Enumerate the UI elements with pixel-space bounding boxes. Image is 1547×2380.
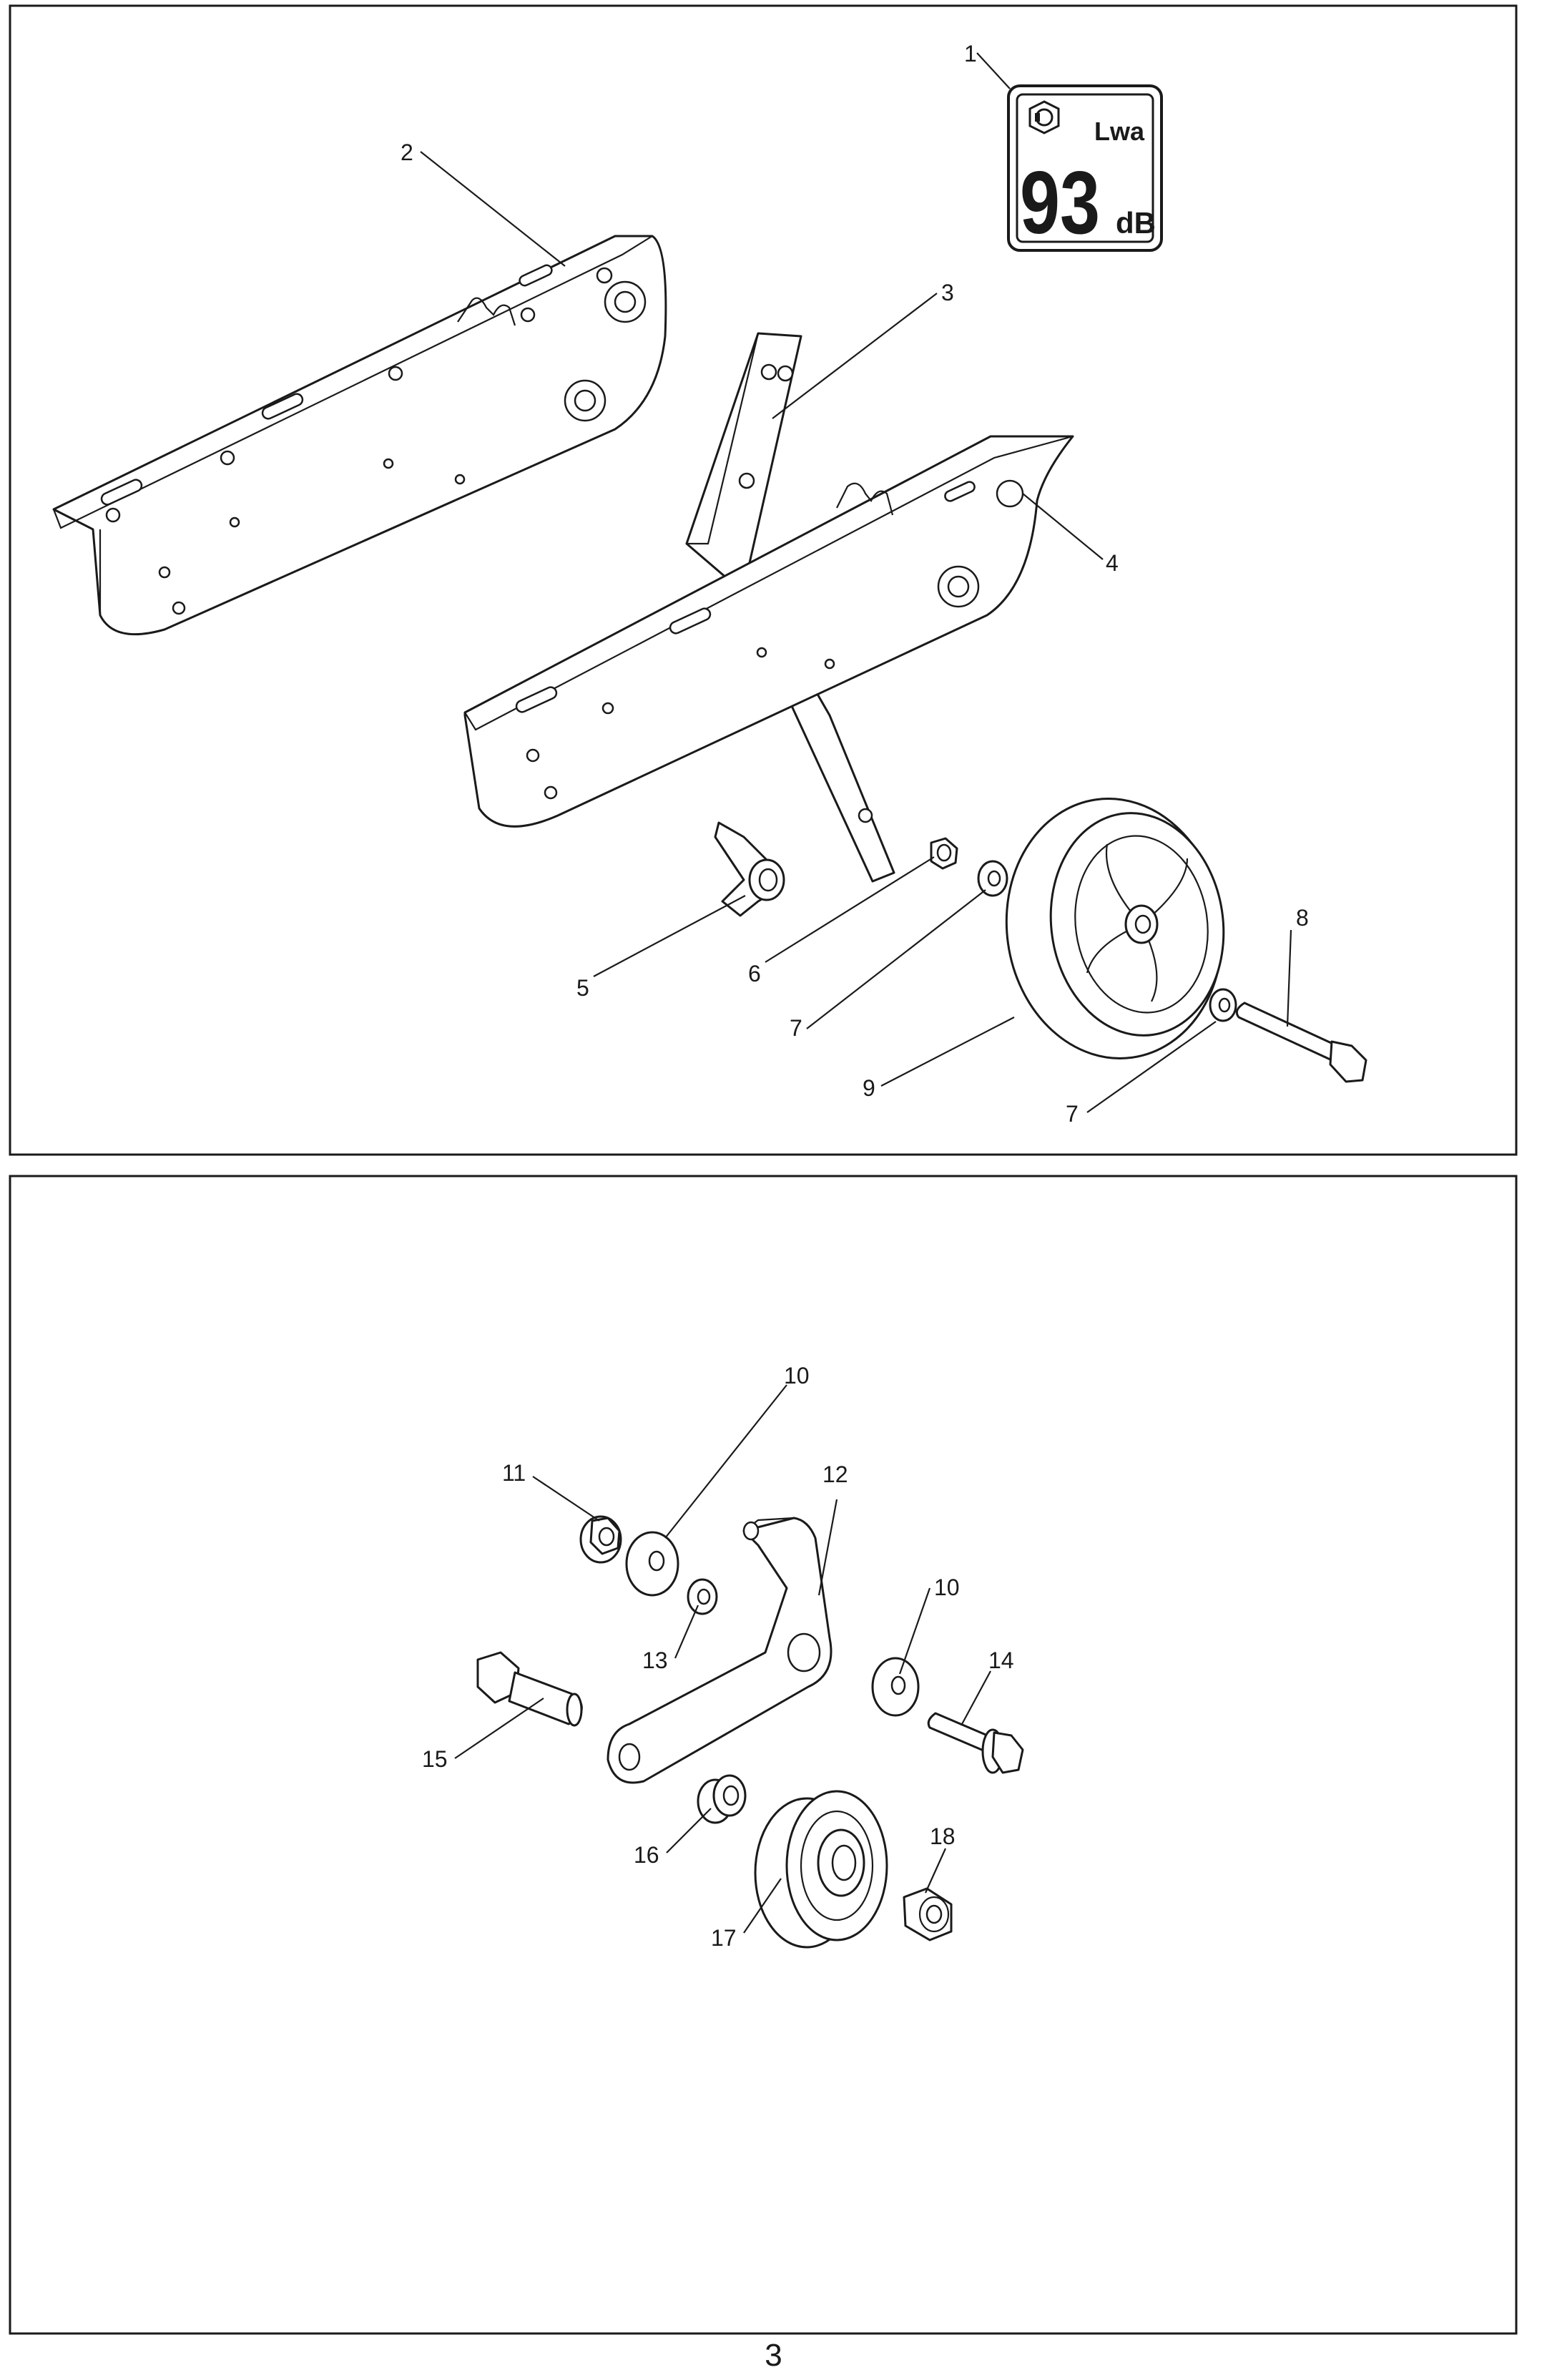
tensioner-arm bbox=[606, 1517, 833, 1784]
part-label-14: 14 bbox=[988, 1647, 1014, 1673]
flange-nut bbox=[579, 1515, 622, 1564]
side-plate-rear bbox=[52, 235, 667, 636]
noise-label-sticker: Lwa 93 dB bbox=[1007, 84, 1163, 253]
bottom-part-numbers: 10 10 11 12 13 14 15 16 17 18 bbox=[422, 1363, 1014, 1951]
washer-large-right bbox=[871, 1657, 920, 1717]
part-label-3: 3 bbox=[941, 280, 954, 305]
wing-nut bbox=[714, 821, 785, 917]
part-label-7: 7 bbox=[790, 1015, 802, 1041]
wheel bbox=[1005, 798, 1225, 1059]
part-label-15: 15 bbox=[422, 1746, 448, 1772]
part-label-13: 13 bbox=[642, 1647, 668, 1673]
upright-bracket bbox=[685, 332, 895, 883]
idler-pulley bbox=[754, 1790, 888, 1949]
part-label-11: 11 bbox=[502, 1460, 526, 1486]
part-label-2: 2 bbox=[401, 139, 413, 165]
spacer-tube bbox=[697, 1774, 747, 1824]
spacer-small bbox=[687, 1578, 718, 1615]
part-label-4: 4 bbox=[1106, 550, 1119, 576]
washer-upper bbox=[977, 860, 1008, 897]
part-label-9: 9 bbox=[863, 1075, 875, 1101]
part-label-8: 8 bbox=[1296, 905, 1309, 931]
flange-bolt bbox=[927, 1712, 1024, 1774]
axle-bolt bbox=[1235, 1002, 1367, 1083]
part-label-1: 1 bbox=[964, 41, 977, 67]
part-label-10b: 10 bbox=[934, 1575, 960, 1600]
side-plate-front bbox=[463, 435, 1074, 828]
part-label-12: 12 bbox=[822, 1461, 848, 1487]
top-leader-lines bbox=[420, 52, 1292, 1113]
noise-unit: dB bbox=[1116, 206, 1156, 240]
washer-large-left bbox=[625, 1531, 679, 1597]
speaker-icon bbox=[1028, 100, 1060, 134]
washer-lower bbox=[1209, 988, 1237, 1022]
part-label-7b: 7 bbox=[1066, 1101, 1079, 1127]
noise-value: 93 bbox=[1020, 154, 1100, 253]
part-label-16: 16 bbox=[634, 1842, 659, 1868]
part-label-17: 17 bbox=[711, 1925, 737, 1951]
part-label-10: 10 bbox=[784, 1363, 810, 1389]
page-number: 3 bbox=[765, 2338, 782, 2373]
lock-nut bbox=[903, 1887, 953, 1941]
part-label-18: 18 bbox=[930, 1823, 956, 1849]
pivot-bolt bbox=[476, 1651, 583, 1727]
bottom-leader-lines bbox=[454, 1384, 991, 1934]
part-label-5: 5 bbox=[576, 975, 589, 1001]
noise-symbol: Lwa bbox=[1094, 117, 1145, 146]
bottom-panel-frame bbox=[9, 1175, 1518, 2335]
top-part-numbers: 1 2 3 4 5 6 7 7 8 9 bbox=[401, 41, 1309, 1127]
hex-nut-small bbox=[930, 837, 958, 870]
part-label-6: 6 bbox=[748, 961, 761, 986]
top-panel-frame bbox=[9, 4, 1518, 1156]
